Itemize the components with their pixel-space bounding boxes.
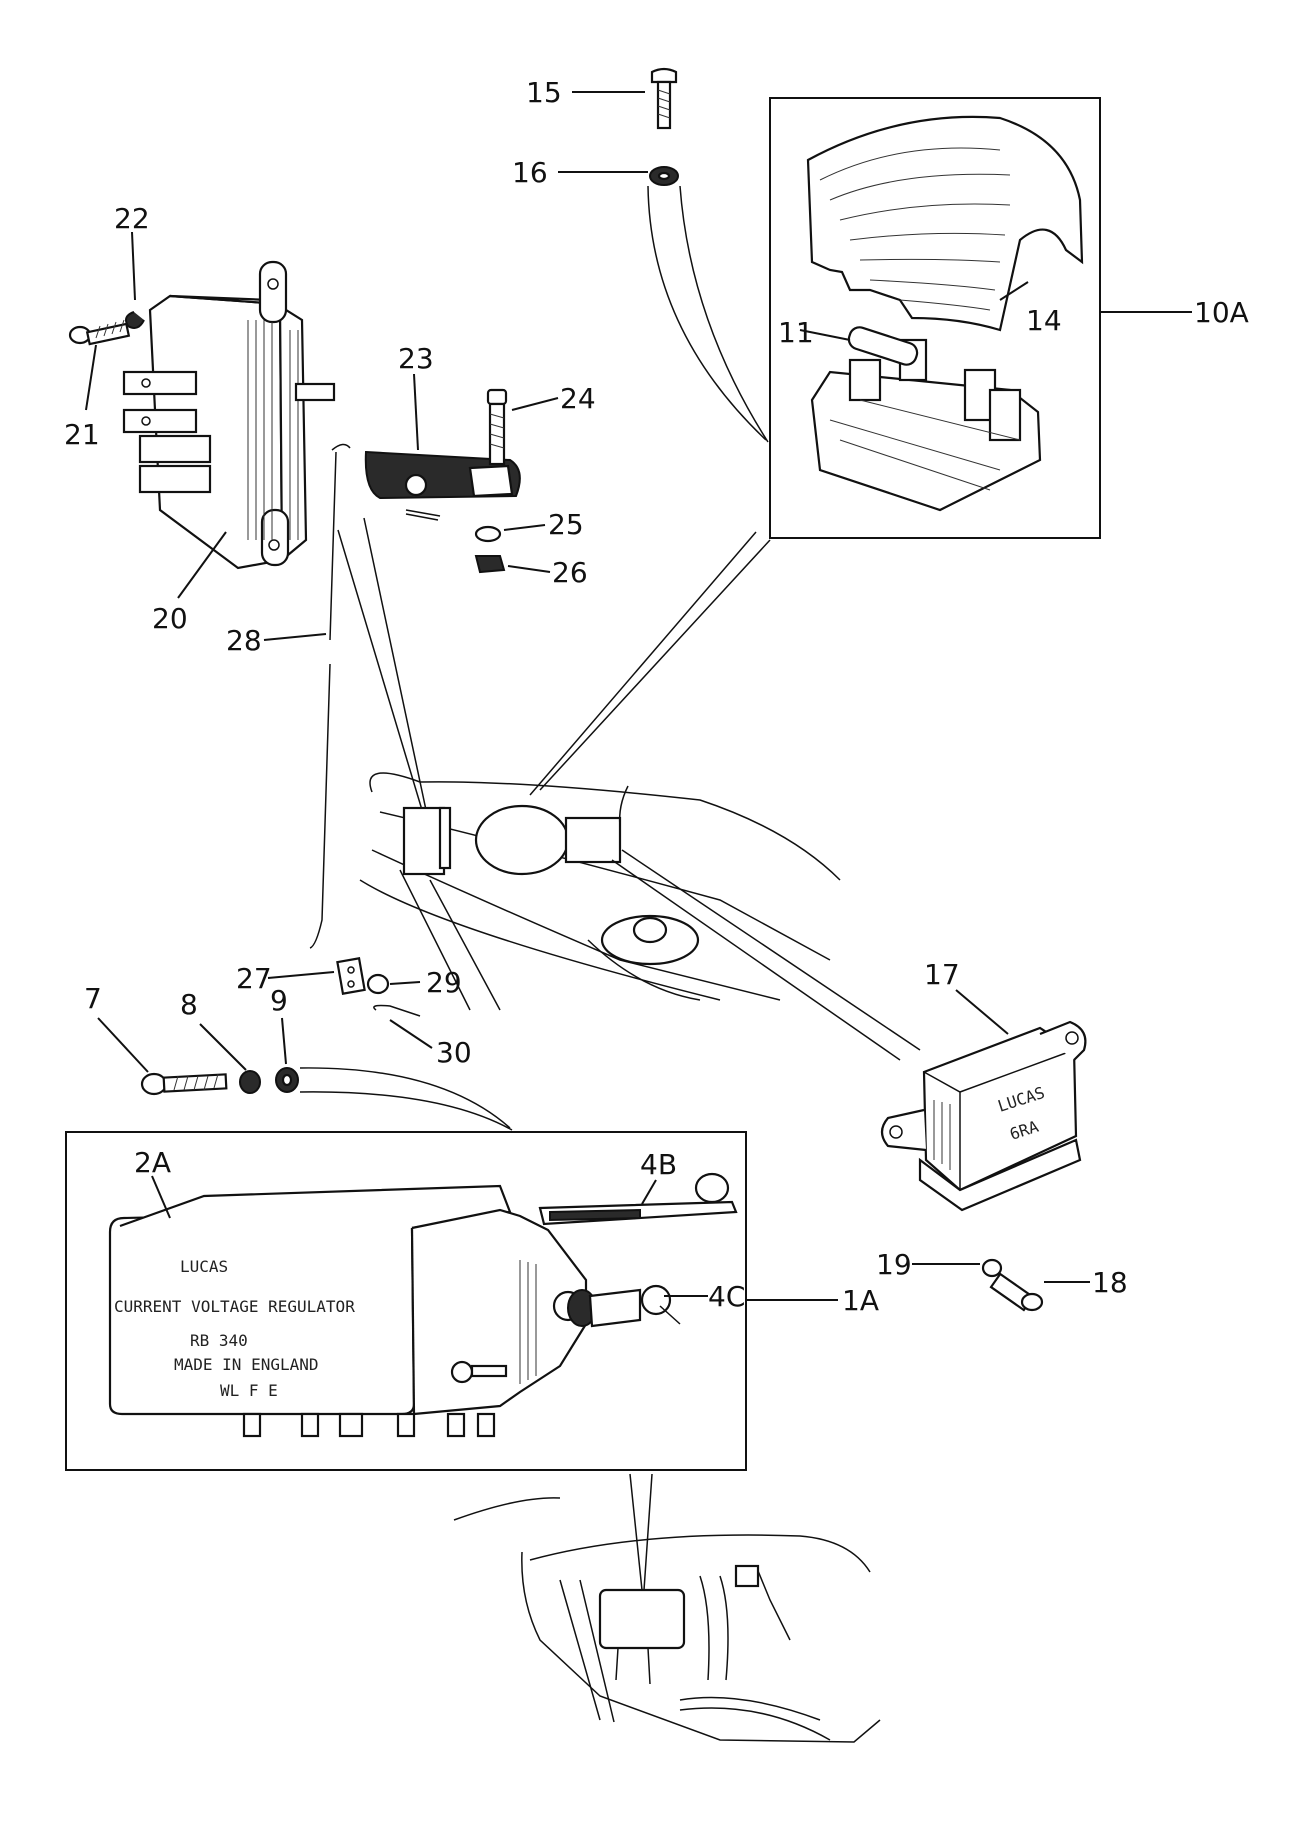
callout-20: 20	[152, 602, 188, 635]
clip-27	[336, 957, 366, 995]
fuse-box-cover	[806, 115, 1084, 332]
leader-23	[413, 373, 419, 451]
callout-24: 24	[560, 382, 596, 415]
leader-26	[507, 565, 551, 573]
washer-22	[125, 311, 145, 329]
split-pin-30	[373, 1004, 421, 1017]
leader-14	[999, 281, 1029, 301]
leader-2A	[151, 1175, 171, 1219]
leader-24	[511, 397, 559, 411]
fuse-block	[810, 338, 1042, 512]
callout-23: 23	[398, 342, 434, 375]
washer-16-hole	[657, 171, 671, 181]
bracket-23	[364, 450, 521, 500]
screw-21	[68, 319, 131, 346]
callout-21: 21	[64, 418, 100, 451]
callout-4B: 4B	[640, 1148, 677, 1181]
callout-8: 8	[180, 988, 198, 1021]
callout-19: 19	[876, 1248, 912, 1281]
leader-29	[389, 981, 421, 985]
callout-28: 28	[226, 624, 262, 657]
leader-7	[97, 1017, 149, 1073]
leader-11	[799, 329, 851, 341]
cable-4C	[567, 1284, 681, 1328]
leader-22	[131, 231, 136, 301]
cable-4B	[538, 1172, 738, 1226]
leader-30	[389, 1019, 433, 1049]
leader-4B	[641, 1179, 657, 1205]
washer-29	[366, 973, 390, 995]
callout-9: 9	[270, 984, 288, 1017]
leader-9	[281, 1017, 287, 1065]
callout-30: 30	[436, 1036, 472, 1069]
leader-17	[955, 989, 1009, 1035]
callout-16: 16	[512, 156, 548, 189]
callout-22: 22	[114, 202, 150, 235]
callout-10A: 10A	[1194, 296, 1249, 329]
callout-18: 18	[1092, 1266, 1128, 1299]
callout-17: 17	[924, 958, 960, 991]
relay-17: LUCAS 6RA	[880, 1020, 1087, 1212]
nut-26	[474, 555, 506, 574]
leader-regulator-to-car	[629, 1473, 653, 1591]
leader-20	[177, 531, 227, 599]
car-bulkhead-lower	[453, 1497, 881, 1743]
regulator-line1-text: CURRENT VOLTAGE REGULATOR	[114, 1297, 355, 1316]
control-box-20	[122, 260, 336, 570]
washer-19	[981, 1258, 1003, 1278]
regulator-line2-text: RB 340	[190, 1331, 248, 1350]
callout-2A: 2A	[134, 1146, 171, 1179]
washer-25	[474, 525, 502, 543]
callout-7: 7	[84, 982, 102, 1015]
screw-15	[650, 67, 678, 130]
regulator-line3-text: MADE IN ENGLAND	[174, 1355, 319, 1374]
callout-27: 27	[236, 962, 272, 995]
sweep-leader-fuse	[647, 185, 767, 441]
callout-14: 14	[1026, 304, 1062, 337]
leader-21	[85, 344, 97, 411]
callout-1A: 1A	[842, 1284, 879, 1317]
rod-28-lower	[309, 663, 331, 949]
regulator-terminals-text: WL F E	[220, 1381, 278, 1400]
callout-4C: 4C	[708, 1280, 745, 1313]
callout-25: 25	[548, 508, 584, 541]
split-pin-23	[405, 509, 441, 521]
leader-28	[263, 633, 327, 641]
regulator-2A: LUCAS CURRENT VOLTAGE REGULATOR RB 340 M…	[108, 1184, 588, 1438]
regulator-brand-text: LUCAS	[180, 1257, 228, 1276]
callout-15: 15	[526, 76, 562, 109]
callout-26: 26	[552, 556, 588, 589]
callout-29: 29	[426, 966, 462, 999]
callout-11: 11	[778, 316, 814, 349]
fuse-cartridge	[847, 326, 919, 366]
washer-8	[239, 1070, 261, 1094]
rod-28-upper	[329, 443, 351, 641]
car-bulkhead-upper	[359, 772, 841, 1011]
leader-25	[503, 524, 546, 531]
screw-18	[989, 1272, 1044, 1312]
screw-7	[140, 1072, 228, 1096]
bolt-24	[486, 388, 508, 466]
leader-27	[267, 971, 335, 979]
inset-frame-fuse-box	[769, 97, 1101, 539]
leader-8	[199, 1023, 247, 1071]
